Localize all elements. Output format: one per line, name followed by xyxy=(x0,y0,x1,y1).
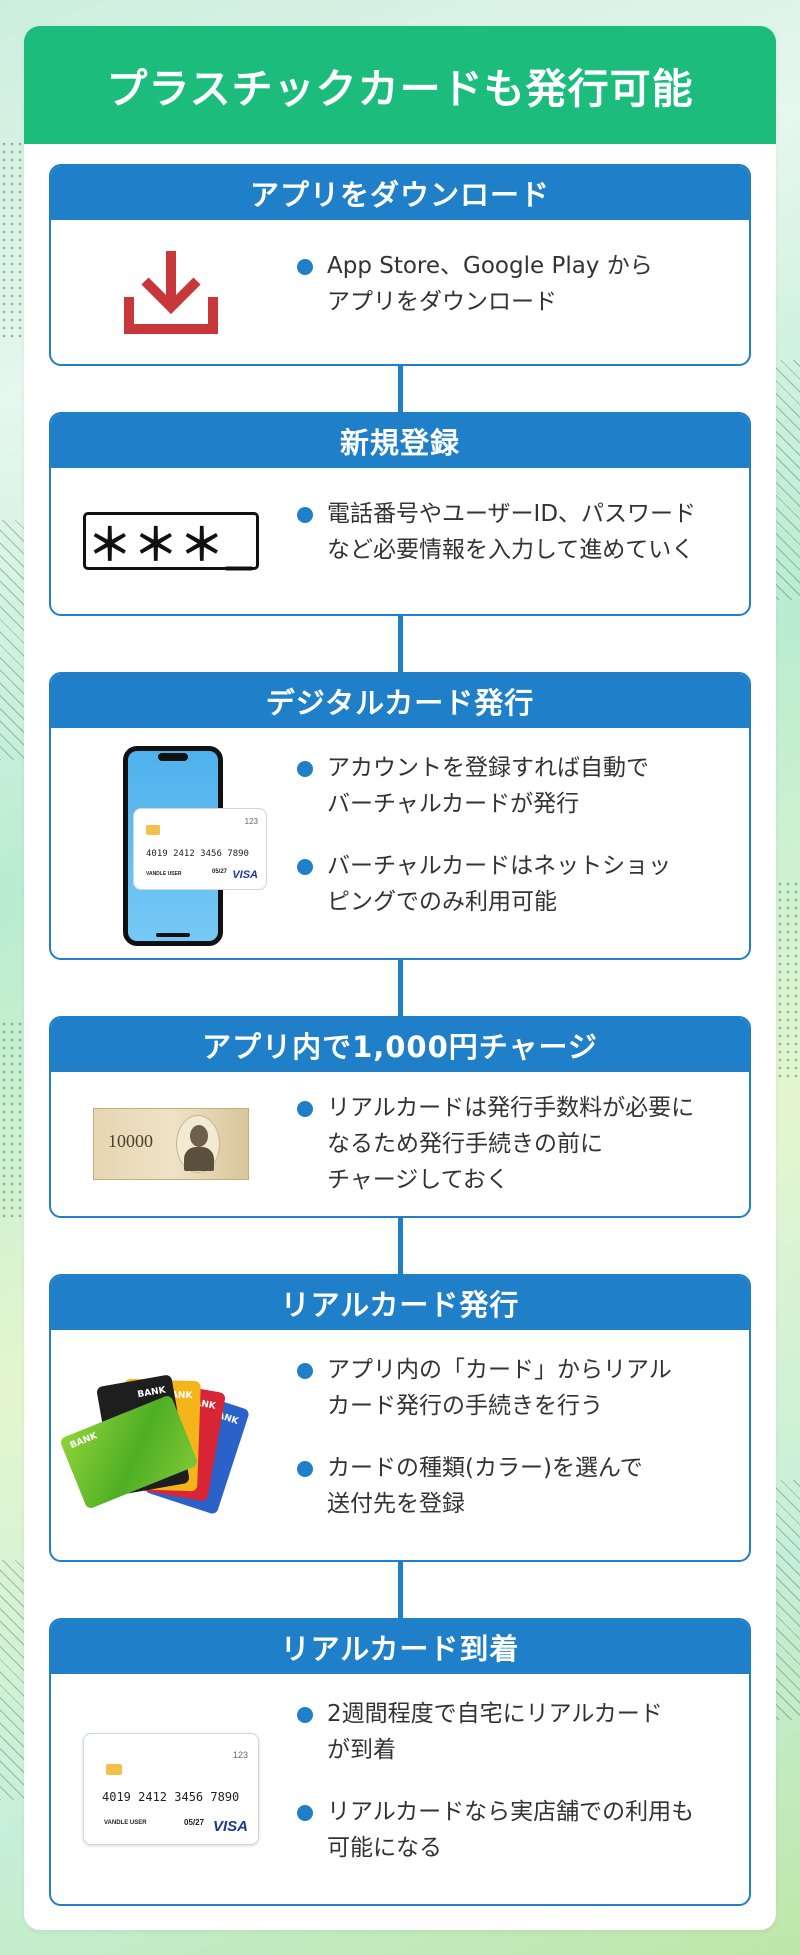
step-connector xyxy=(398,1560,403,1620)
step-connector xyxy=(398,958,403,1018)
bullet-text: リアルカードは発行手数料が必要に なるため発行手続きの前に チャージしておく xyxy=(297,1090,743,1198)
card-chip-icon xyxy=(146,825,160,835)
step-title: リアルカード到着 xyxy=(51,1620,749,1674)
step-real-card-arrival: リアルカード到着 123 4019 2412 3456 7890 VANDLE … xyxy=(49,1618,751,1906)
visa-logo: VISA xyxy=(212,1818,248,1835)
step-title: デジタルカード発行 xyxy=(51,674,749,728)
step-title: 新規登録 xyxy=(51,414,749,468)
bullet-text: App Store、Google Play から アプリをダウンロード xyxy=(297,248,743,320)
bullet-text: カードの種類(カラー)を選んで 送付先を登録 xyxy=(297,1450,743,1522)
step-connector xyxy=(398,1216,403,1276)
colored-cards-icon: BANK BANK BANK BANK BANK xyxy=(59,1360,281,1530)
step-real-card-issue: リアルカード発行 BANK BANK BANK BANK BANK アプリ内の「… xyxy=(49,1274,751,1562)
bullet-text: リアルカードなら実店舗での利用も 可能になる xyxy=(297,1794,743,1866)
virtual-card: 123 4019 2412 3456 7890 VANDLE USER 05/2… xyxy=(133,808,267,890)
card-chip-icon xyxy=(106,1764,122,1775)
download-icon xyxy=(124,251,218,334)
smartphone-card-icon: 123 4019 2412 3456 7890 VANDLE USER 05/2… xyxy=(75,738,275,948)
step-register: 新規登録 ＊＊＊_ 電話番号やユーザーID、パスワード など必要情報を入力して進… xyxy=(49,412,751,616)
step-charge: アプリ内で1,000円チャージ 10000 リアルカードは発行手数料が必要に な… xyxy=(49,1016,751,1218)
step-connector xyxy=(398,364,403,414)
bullet-text: 2週間程度で自宅にリアルカード が到着 xyxy=(297,1696,743,1768)
step-connector xyxy=(398,614,403,674)
banknote-icon: 10000 xyxy=(93,1108,249,1180)
bullet-text: バーチャルカードはネットショッ ピングでのみ利用可能 xyxy=(297,848,743,920)
step-title: リアルカード発行 xyxy=(51,1276,749,1330)
bullet-text: 電話番号やユーザーID、パスワード など必要情報を入力して進めていく xyxy=(297,496,743,568)
step-title: アプリをダウンロード xyxy=(51,166,749,220)
step-digital-card: デジタルカード発行 123 4019 2412 3456 7890 VANDLE… xyxy=(49,672,751,960)
password-field-icon: ＊＊＊_ xyxy=(83,512,259,571)
visa-logo: VISA xyxy=(232,869,258,881)
bullet-text: アプリ内の「カード」からリアル カード発行の手続きを行う xyxy=(297,1352,743,1424)
step-title: アプリ内で1,000円チャージ xyxy=(51,1018,749,1072)
panel-header: プラスチックカードも発行可能 xyxy=(24,26,776,144)
step-download-app: アプリをダウンロード App Store、Google Play から アプリを… xyxy=(49,164,751,366)
bullet-text: アカウントを登録すれば自動で バーチャルカードが発行 xyxy=(297,750,743,822)
page-title: プラスチックカードも発行可能 xyxy=(106,65,694,113)
credit-card-icon: 123 4019 2412 3456 7890 VANDLE USER 05/2… xyxy=(83,1733,259,1845)
